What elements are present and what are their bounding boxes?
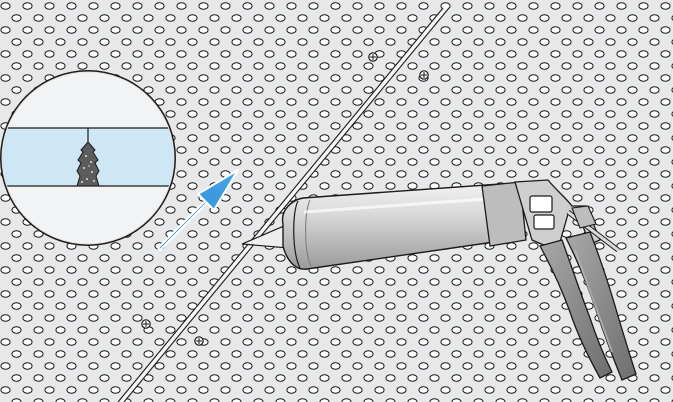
gun-handle bbox=[539, 239, 613, 379]
sealant-bead bbox=[76, 141, 100, 187]
panel-joint bbox=[117, 7, 450, 402]
caulking-gun-icon bbox=[241, 179, 637, 381]
panel-screw-icon bbox=[141, 319, 151, 329]
detail-magnifier-icon bbox=[0, 70, 176, 246]
direction-arrow-icon bbox=[157, 169, 239, 251]
panel-screw-icon bbox=[194, 336, 204, 346]
panel-screw-icon bbox=[419, 70, 429, 80]
panel-screw-icon bbox=[368, 52, 378, 62]
